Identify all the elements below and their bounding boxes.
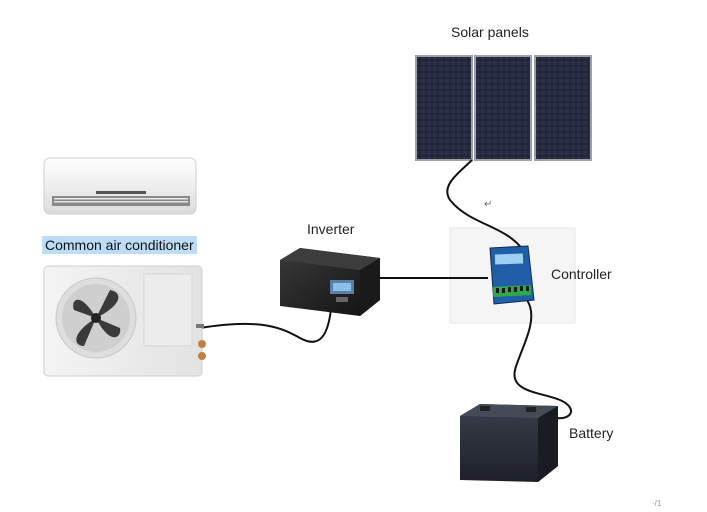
return-glyph: ↵ bbox=[484, 199, 493, 210]
solar-panel-1 bbox=[415, 55, 473, 161]
inverter-device bbox=[280, 248, 380, 316]
indoor-ac-unit bbox=[43, 157, 197, 215]
wire-inverter-to-ac bbox=[199, 295, 333, 343]
battery-device bbox=[460, 404, 558, 482]
inverter-label: Inverter bbox=[307, 221, 355, 237]
controller-label: Controller bbox=[551, 266, 612, 282]
wire-controller-to-battery bbox=[513, 299, 572, 420]
charge-controller-device bbox=[489, 245, 535, 305]
wire-panels-to-controller bbox=[446, 159, 524, 251]
outdoor-ac-unit bbox=[43, 265, 206, 377]
solar-panels bbox=[415, 55, 592, 161]
solar-panels-label: Solar panels bbox=[451, 24, 529, 40]
air-conditioner-label: Common air conditioner bbox=[42, 236, 197, 254]
battery-label: Battery bbox=[569, 425, 614, 441]
corner-glyph: ·/1 bbox=[652, 499, 662, 508]
solar-panel-2 bbox=[474, 55, 532, 161]
solar-panel-3 bbox=[534, 55, 592, 161]
wires bbox=[199, 159, 572, 420]
